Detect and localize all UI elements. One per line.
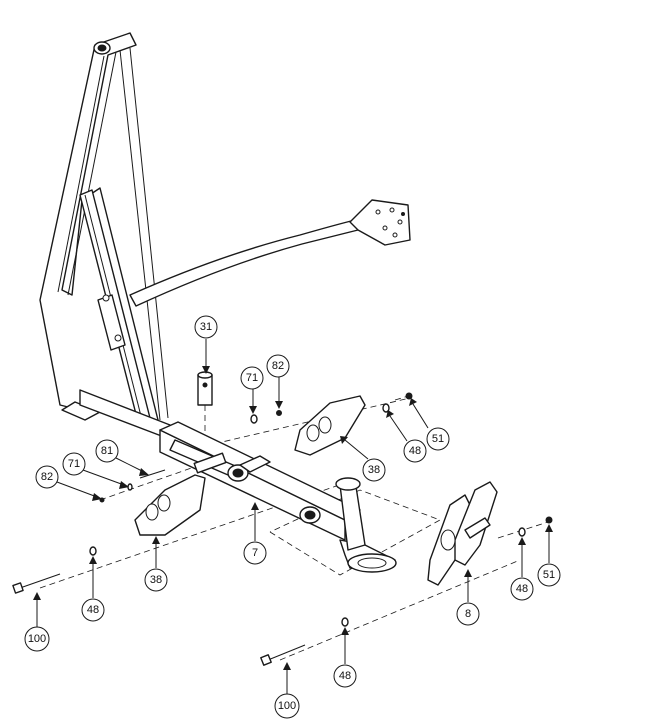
- callout-48-bottom-label: 48: [339, 670, 351, 682]
- callout-38-right-label: 38: [368, 464, 380, 476]
- callout-31: 31: [194, 315, 218, 374]
- callout-31-label: 31: [200, 321, 212, 333]
- callout-38-left-label: 38: [150, 574, 162, 586]
- callout-51-top-label: 51: [432, 433, 444, 445]
- callout-51-right: 51: [537, 524, 561, 587]
- callout-8-label: 8: [465, 608, 471, 620]
- callout-48-top: 48: [386, 410, 427, 463]
- callout-71-top-label: 71: [246, 372, 258, 384]
- callout-51-top: 51: [409, 398, 450, 451]
- callout-71-left-label: 71: [68, 458, 80, 470]
- callout-48-right: 48: [510, 537, 534, 601]
- callout-82-left: 82: [35, 465, 102, 501]
- callout-82-left-label: 82: [41, 471, 53, 483]
- callout-100-left-label: 100: [28, 633, 46, 645]
- callout-48-left: 48: [81, 556, 105, 622]
- callout-38-left: 38: [144, 536, 168, 592]
- callout-100-bottom-label: 100: [278, 700, 296, 712]
- small-hardware: [89, 392, 553, 627]
- callout-71-top: 71: [240, 366, 264, 414]
- callout-81-label: 81: [101, 445, 113, 457]
- callouts: 31 71 82 51 48: [24, 315, 561, 719]
- callout-100-bottom: 100: [274, 662, 300, 719]
- callout-48-top-label: 48: [409, 445, 421, 457]
- callout-48-right-label: 48: [516, 583, 528, 595]
- base-beam: [159, 421, 397, 573]
- bolt-100-right: [260, 644, 306, 666]
- callout-71-left: 71: [62, 452, 129, 489]
- callout-7: 7: [243, 502, 267, 565]
- callout-7-label: 7: [252, 547, 258, 559]
- callout-38-right: 38: [340, 436, 386, 482]
- callout-100-left: 100: [24, 592, 50, 652]
- curved-arm: [129, 199, 411, 307]
- callout-81: 81: [95, 439, 149, 476]
- callout-82-top-label: 82: [272, 360, 284, 372]
- plate-38-right: [294, 395, 366, 456]
- plate-38-left: [134, 474, 206, 536]
- callout-48-left-label: 48: [87, 604, 99, 616]
- callout-51-right-label: 51: [543, 569, 555, 581]
- bolt-100-left: [12, 573, 61, 594]
- callout-48-bottom: 48: [333, 627, 357, 688]
- upright-frame: [39, 32, 173, 441]
- pin-31: [197, 371, 213, 406]
- callout-8: 8: [456, 569, 480, 626]
- callout-82-top: 82: [266, 354, 290, 409]
- plate-assembly-8: [427, 481, 498, 586]
